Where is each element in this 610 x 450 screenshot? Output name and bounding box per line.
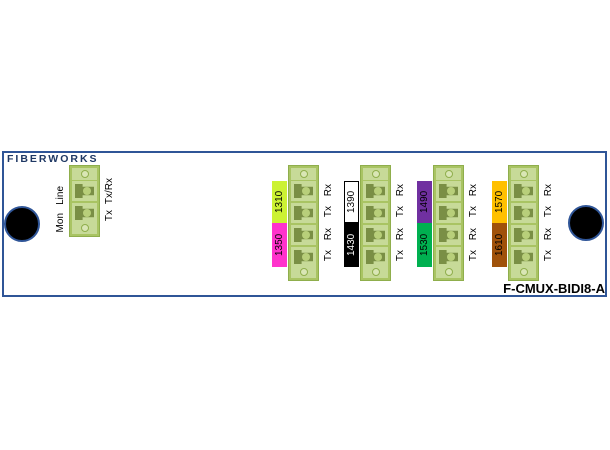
port-label-rx: Rx xyxy=(395,184,406,197)
ferrule-icon xyxy=(374,231,382,239)
ferrule-icon xyxy=(374,187,382,195)
ferrule-icon xyxy=(302,209,310,217)
port-label-tx: Tx xyxy=(395,250,406,262)
ferrule-icon xyxy=(522,209,530,217)
fiber-port[interactable] xyxy=(291,225,316,245)
fiber-port[interactable] xyxy=(363,203,388,223)
port-label-rx: Rx xyxy=(395,228,406,241)
wavelength-label-1390: 1390 xyxy=(344,181,359,223)
ferrule-icon xyxy=(302,253,310,261)
line-label: Line xyxy=(55,186,66,205)
brand-logo: FIBERWORKS xyxy=(7,153,99,165)
fiber-port[interactable] xyxy=(291,247,316,267)
cap-icon xyxy=(436,266,461,278)
fiber-port[interactable] xyxy=(511,203,536,223)
port-label-tx: Tx xyxy=(468,206,479,218)
right-mounting-hole-icon xyxy=(568,205,604,241)
wavelength-label-1490: 1490 xyxy=(417,181,432,223)
tx-label: Tx xyxy=(104,210,115,222)
fiber-port[interactable] xyxy=(436,225,461,245)
cap-icon xyxy=(363,168,388,180)
ferrule-icon xyxy=(522,253,530,261)
cap-icon xyxy=(291,168,316,180)
fiber-port[interactable] xyxy=(511,247,536,267)
fiber-port[interactable] xyxy=(436,181,461,201)
ferrule-icon xyxy=(447,253,455,261)
fiber-port[interactable] xyxy=(363,225,388,245)
fiber-port[interactable] xyxy=(363,247,388,267)
wavelength-label-1610: 1610 xyxy=(492,223,507,267)
port-label-tx: Tx xyxy=(468,250,479,262)
fiber-port[interactable] xyxy=(436,247,461,267)
wavelength-label-1350: 1350 xyxy=(272,223,287,267)
connector-module xyxy=(288,165,319,281)
port-label-rx: Rx xyxy=(323,228,334,241)
ferrule-icon xyxy=(522,231,530,239)
ferrule-icon xyxy=(83,209,91,217)
connector-module xyxy=(433,165,464,281)
fiber-port[interactable] xyxy=(291,203,316,223)
fiber-port[interactable] xyxy=(72,181,97,201)
port-label-tx: Tx xyxy=(543,250,554,262)
port-label-rx: Rx xyxy=(543,228,554,241)
left-mounting-hole-icon xyxy=(4,206,40,242)
cap-icon xyxy=(72,168,97,180)
port-label-rx: Rx xyxy=(468,228,479,241)
cap-icon xyxy=(511,266,536,278)
connector-module xyxy=(69,165,100,237)
connector-module xyxy=(360,165,391,281)
cap-icon xyxy=(436,168,461,180)
ferrule-icon xyxy=(447,209,455,217)
model-label: F-CMUX-BIDI8-A xyxy=(503,281,605,296)
wavelength-label-1310: 1310 xyxy=(272,181,287,223)
wavelength-label-1430: 1430 xyxy=(344,223,359,267)
port-label-rx: Rx xyxy=(543,184,554,197)
port-label-rx: Rx xyxy=(323,184,334,197)
fiber-port[interactable] xyxy=(363,181,388,201)
ferrule-icon xyxy=(302,187,310,195)
wavelength-label-1530: 1530 xyxy=(417,223,432,267)
port-label-tx: Tx xyxy=(323,206,334,218)
ferrule-icon xyxy=(83,187,91,195)
ferrule-icon xyxy=(374,253,382,261)
connector-module xyxy=(508,165,539,281)
fiber-port[interactable] xyxy=(511,181,536,201)
ferrule-icon xyxy=(302,231,310,239)
mon-label: Mon xyxy=(55,213,66,233)
port-label-rx: Rx xyxy=(468,184,479,197)
fiber-port[interactable] xyxy=(436,203,461,223)
fiber-port[interactable] xyxy=(72,203,97,223)
cap-icon xyxy=(511,168,536,180)
port-label-tx: Tx xyxy=(395,206,406,218)
ferrule-icon xyxy=(374,209,382,217)
ferrule-icon xyxy=(522,187,530,195)
wavelength-label-1570: 1570 xyxy=(492,181,507,223)
txrx-label: Tx/Rx xyxy=(104,178,115,205)
port-label-tx: Tx xyxy=(543,206,554,218)
port-label-tx: Tx xyxy=(323,250,334,262)
cap-icon xyxy=(363,266,388,278)
fiber-port[interactable] xyxy=(511,225,536,245)
ferrule-icon xyxy=(447,231,455,239)
cap-icon xyxy=(72,222,97,234)
cap-icon xyxy=(291,266,316,278)
fiber-port[interactable] xyxy=(291,181,316,201)
ferrule-icon xyxy=(447,187,455,195)
